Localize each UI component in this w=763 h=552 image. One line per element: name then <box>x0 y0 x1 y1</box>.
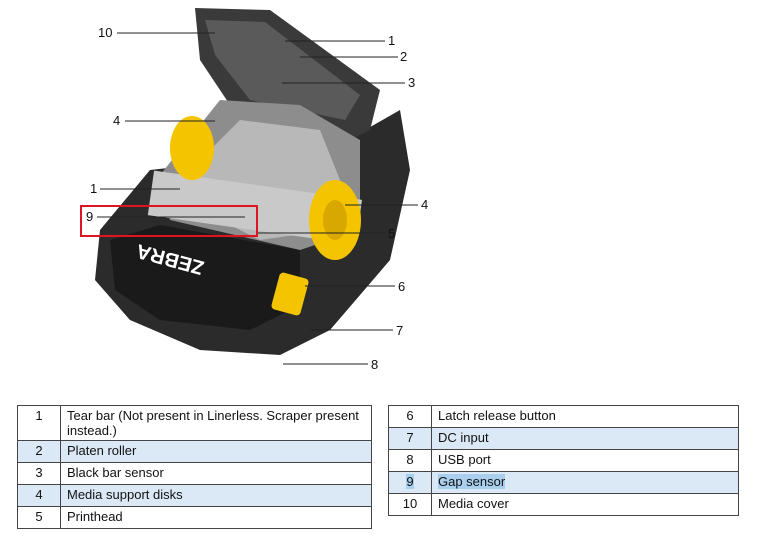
callout-8: 8 <box>371 357 378 372</box>
legend-row: 7 DC input <box>388 427 739 450</box>
callout-4-left: 4 <box>113 113 120 128</box>
gap-sensor-highlight <box>80 205 258 237</box>
legend-table-left: 1 Tear bar (Not present in Linerless. Sc… <box>17 405 372 529</box>
highlighted-label: Gap sensor <box>438 474 506 489</box>
highlighted-number: 9 <box>406 474 414 489</box>
legend-label: Latch release button <box>431 405 739 428</box>
legend-label: Media cover <box>431 493 739 516</box>
legend-row: 6 Latch release button <box>388 405 739 428</box>
callout-3: 3 <box>408 75 415 90</box>
legend-label: Tear bar (Not present in Linerless. Scra… <box>60 405 372 441</box>
legend-number: 2 <box>17 440 61 463</box>
legend-row: 2 Platen roller <box>17 440 372 463</box>
legend-number: 10 <box>388 493 432 516</box>
legend-number: 7 <box>388 427 432 450</box>
legend-label: Gap sensor <box>431 471 739 494</box>
callout-1-left: 1 <box>90 181 97 196</box>
legend-row: 10 Media cover <box>388 493 739 516</box>
callout-4-right: 4 <box>421 197 428 212</box>
legend-label: Media support disks <box>60 484 372 507</box>
callout-6: 6 <box>398 279 405 294</box>
callout-2: 2 <box>400 49 407 64</box>
printer-diagram: ZEBRA 10 1 2 3 4 1 9 4 5 6 7 8 <box>80 8 428 372</box>
legend-row: 1 Tear bar (Not present in Linerless. Sc… <box>17 405 372 441</box>
legend-row: 9 Gap sensor <box>388 471 739 494</box>
legend-label: Printhead <box>60 506 372 529</box>
legend-label: DC input <box>431 427 739 450</box>
callout-5: 5 <box>388 226 395 241</box>
printer-illustration: ZEBRA <box>95 8 410 355</box>
callout-10: 10 <box>98 25 112 40</box>
legend-label: Black bar sensor <box>60 462 372 485</box>
legend-label: Platen roller <box>60 440 372 463</box>
legend-row: 4 Media support disks <box>17 484 372 507</box>
legend-label: USB port <box>431 449 739 472</box>
legend-number: 6 <box>388 405 432 428</box>
legend-number: 3 <box>17 462 61 485</box>
callout-7: 7 <box>396 323 403 338</box>
legend-number: 9 <box>388 471 432 494</box>
legend-row: 8 USB port <box>388 449 739 472</box>
legend-number: 4 <box>17 484 61 507</box>
legend-number: 5 <box>17 506 61 529</box>
legend-number: 1 <box>17 405 61 441</box>
callouts: 10 1 2 3 4 1 9 4 5 6 7 8 <box>86 25 428 372</box>
callout-1-top: 1 <box>388 33 395 48</box>
legend-number: 8 <box>388 449 432 472</box>
legend-table-right: 6 Latch release button 7 DC input 8 USB … <box>388 405 739 516</box>
callout-9: 9 <box>86 209 93 224</box>
legend-row: 5 Printhead <box>17 506 372 529</box>
legend-row: 3 Black bar sensor <box>17 462 372 485</box>
